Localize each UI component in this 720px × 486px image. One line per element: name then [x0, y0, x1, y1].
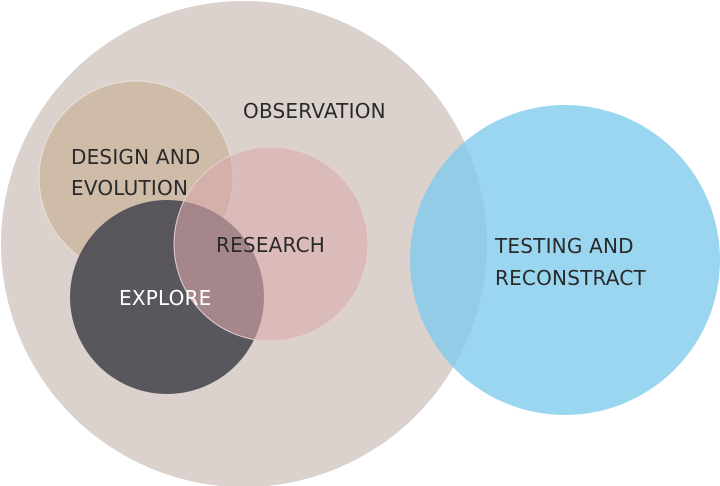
design-evolution-label-line2: EVOLUTION	[71, 176, 188, 200]
observation-label: OBSERVATION	[243, 99, 386, 123]
design-evolution-label-line1: DESIGN AND	[71, 145, 201, 169]
research-circle	[173, 146, 369, 342]
explore-label: EXPLORE	[119, 286, 212, 310]
testing-label-line1: TESTING AND	[494, 234, 634, 258]
testing-circle	[410, 105, 720, 415]
research-label: RESEARCH	[216, 233, 325, 257]
testing-label-line2: RECONSTRACT	[495, 266, 646, 290]
